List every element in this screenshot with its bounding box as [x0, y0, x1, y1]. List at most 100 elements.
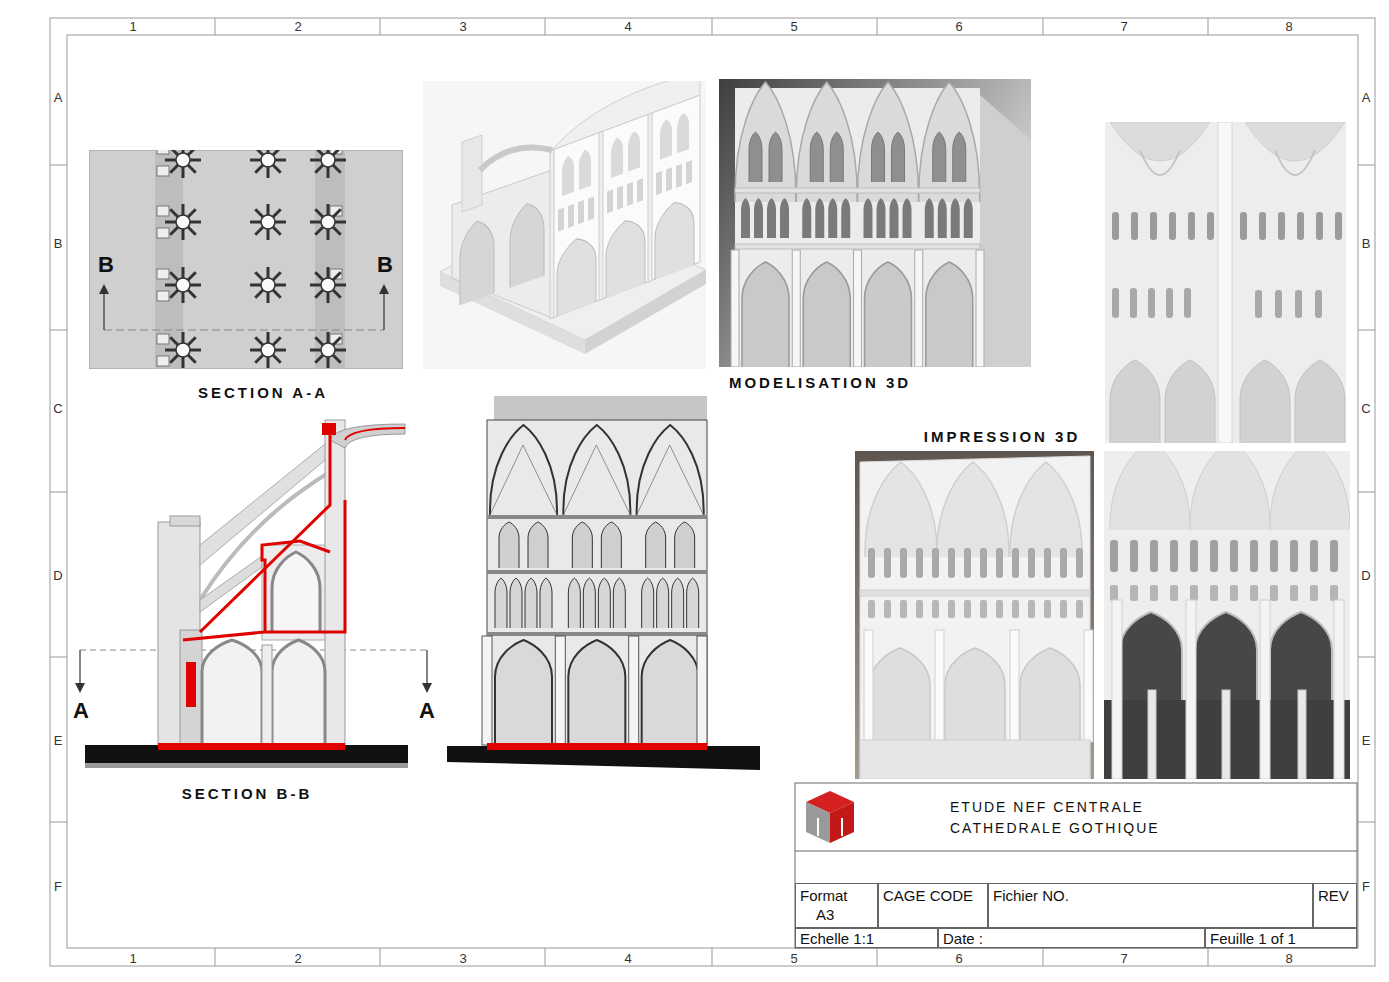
window [1028, 548, 1035, 578]
grid-number: 4 [624, 951, 631, 966]
string-course [735, 244, 980, 249]
column [935, 630, 944, 742]
title-block-cell: CAGE CODE [878, 883, 988, 928]
grid-number: 3 [459, 19, 466, 34]
arcade-arch [642, 640, 699, 745]
window [1315, 290, 1322, 318]
buttress-notch [157, 334, 169, 344]
title-block-cell: REV [1313, 883, 1357, 928]
arcade-arch [568, 640, 625, 745]
grid-number: 6 [955, 19, 962, 34]
window [1150, 540, 1158, 572]
window [1210, 585, 1218, 601]
window [1044, 600, 1051, 618]
column [1148, 690, 1156, 779]
window [1076, 600, 1083, 618]
grid-number: 7 [1120, 951, 1127, 966]
section-arrow [79, 650, 80, 684]
vault-arch [865, 462, 937, 557]
window [900, 600, 907, 618]
triforium-opening [666, 167, 672, 191]
vault-rib [1275, 150, 1315, 175]
section-cut [186, 662, 196, 707]
title-block-cell: Feuille 1 of 1 [1205, 928, 1357, 948]
column [915, 250, 923, 367]
vault-arch [1270, 451, 1350, 530]
vault-rib [637, 445, 670, 515]
arrowhead [75, 683, 85, 693]
section-cut [200, 425, 330, 632]
string-course [487, 570, 707, 574]
nave-vault [330, 424, 405, 448]
render-background [423, 81, 706, 369]
triforium-opening [637, 178, 643, 202]
vault-rib [596, 445, 630, 515]
window [916, 548, 923, 578]
elevation-wall [487, 420, 707, 745]
grid-tick [215, 948, 216, 966]
title-block-cell: Echelle 1:1 [795, 928, 938, 948]
window [980, 600, 987, 618]
pinnacle [170, 516, 200, 526]
grid-tick [50, 330, 67, 331]
plan-wall [315, 150, 345, 369]
string-course [860, 590, 1090, 596]
triforium-opening [588, 196, 594, 220]
triforium-opening [558, 208, 564, 232]
vault-arch [1110, 451, 1190, 530]
logo [806, 802, 830, 843]
section-mark: B [377, 252, 393, 278]
grid-tick [1043, 948, 1044, 966]
grid-tick [545, 948, 546, 966]
column [482, 636, 492, 745]
clerestory-window [572, 522, 592, 568]
gallery-arch [272, 552, 320, 632]
grid-number: 2 [294, 19, 301, 34]
plan-section [89, 150, 403, 369]
cell-text: Date : [943, 929, 1200, 948]
clerestory-window [675, 522, 695, 568]
cross-section [75, 420, 432, 768]
grid-tick [1358, 330, 1375, 331]
arcade-arch [606, 213, 645, 298]
window [948, 600, 955, 618]
section-cut [265, 500, 345, 632]
cell-text: CAGE CODE [883, 886, 983, 905]
nave-wall [325, 420, 345, 745]
vault-arch [1190, 451, 1270, 530]
arcade-arch [1110, 360, 1160, 443]
grid-number: 1 [129, 19, 136, 34]
buttress-notch [157, 166, 169, 176]
arcade-arch [926, 262, 973, 367]
pier [261, 153, 275, 167]
triforium-arch [510, 578, 522, 628]
section-line [104, 330, 384, 331]
buttress-notch [157, 150, 169, 154]
title-block-cell: Fichier NO. [988, 883, 1313, 928]
triforium-opening [627, 182, 633, 206]
window [1130, 540, 1138, 572]
logo [841, 818, 843, 836]
vault-arch [637, 425, 704, 515]
interior-elevation [447, 396, 760, 770]
column [1186, 600, 1196, 779]
vault-rib [523, 445, 557, 515]
arcade-arch [1240, 360, 1290, 443]
drawing-title: ETUDE NEF CENTRALE CATHEDRALE GOTHIQUE [950, 797, 1212, 839]
window [1240, 212, 1247, 240]
vault-fan [1110, 122, 1210, 161]
column [1010, 630, 1019, 742]
string-course [735, 188, 980, 193]
window [1316, 212, 1323, 240]
arcade-arch [557, 232, 596, 317]
window [1169, 212, 1176, 240]
vault-arch [919, 82, 980, 202]
print-photo [1104, 451, 1350, 779]
cell-text: Fichier NO. [993, 886, 1308, 905]
window [900, 548, 907, 578]
render-3d-elevation [719, 79, 1031, 367]
clerestory-window [562, 154, 574, 196]
triforium-arch [964, 198, 973, 238]
column [864, 630, 873, 742]
